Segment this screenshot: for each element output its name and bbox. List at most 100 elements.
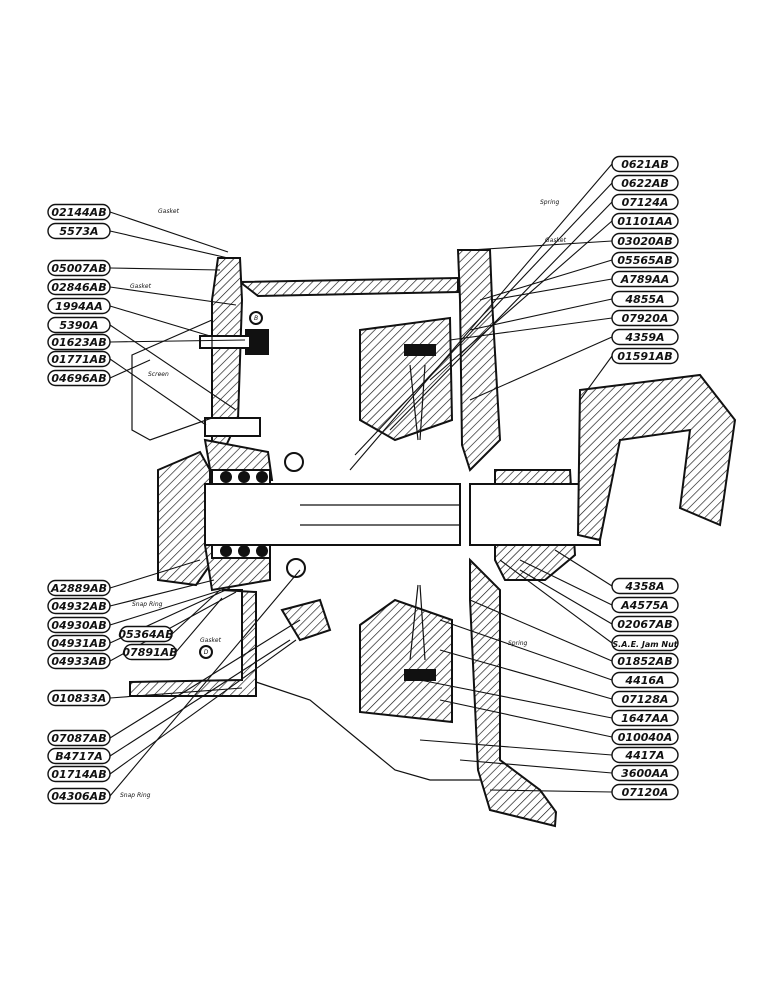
leader-line bbox=[171, 589, 221, 635]
leader-line bbox=[449, 317, 613, 341]
universal-joint-yoke bbox=[576, 373, 737, 542]
tag-outline bbox=[611, 728, 679, 746]
note-spring-top: Spring bbox=[540, 199, 560, 206]
note-gasket-top: Gasket bbox=[158, 208, 180, 215]
tag-label: 04306AB bbox=[51, 790, 106, 803]
lower-cover bbox=[255, 681, 480, 781]
tag-outline bbox=[47, 316, 111, 334]
leader-line bbox=[175, 597, 223, 653]
note-snap-ring-1: Snap Ring bbox=[132, 601, 163, 608]
tag-label: 1647AA bbox=[621, 712, 669, 725]
leader-line bbox=[109, 579, 215, 607]
tag-label: 3600AA bbox=[621, 767, 669, 780]
tag-label: 01101AA bbox=[617, 215, 672, 228]
tag-label: 0621AB bbox=[621, 158, 669, 171]
part-tag-0622ab: 0622AB bbox=[611, 174, 679, 192]
tag-label: 01591AB bbox=[617, 350, 672, 363]
tag-label: 07920A bbox=[622, 312, 669, 325]
part-tag-a4575a: A4575A bbox=[611, 596, 679, 614]
leader-line bbox=[109, 339, 246, 343]
tag-label: 01714AB bbox=[51, 768, 106, 781]
leader-line bbox=[109, 589, 223, 626]
lower-housing-wall bbox=[129, 589, 257, 697]
part-tag-04930ab: 04930AB bbox=[47, 616, 111, 634]
main-shaft bbox=[204, 483, 461, 546]
part-tag-01771ab: 01771AB bbox=[47, 350, 111, 368]
tag-label: 07891AB bbox=[122, 646, 177, 659]
part-tag-1647aa: 1647AA bbox=[611, 709, 679, 727]
leader-line bbox=[109, 267, 221, 271]
part-tag-04696ab: 04696AB bbox=[47, 369, 111, 387]
tag-label: 4855A bbox=[624, 293, 664, 306]
tag-outline bbox=[47, 333, 111, 351]
tag-label: 05364AB bbox=[118, 628, 173, 641]
part-tag-05565ab: 05565AB bbox=[611, 251, 679, 269]
tag-label: 4417A bbox=[624, 749, 664, 762]
tag-label: 07128A bbox=[622, 693, 669, 706]
tag-label: 03020AB bbox=[617, 235, 672, 248]
tag-outline bbox=[47, 747, 111, 765]
tag-outline bbox=[47, 222, 111, 240]
part-tag-02067ab: 02067AB bbox=[611, 615, 679, 633]
tag-outline bbox=[47, 689, 111, 707]
part-tag-07128a: 07128A bbox=[611, 690, 679, 708]
leader-line bbox=[519, 559, 613, 606]
tag-outline bbox=[47, 787, 111, 805]
tag-outline bbox=[611, 615, 679, 633]
tag-label: 07087AB bbox=[51, 732, 106, 745]
tag-outline bbox=[47, 652, 111, 670]
tag-label: 04930AB bbox=[51, 619, 106, 632]
housing-bolt bbox=[199, 329, 269, 437]
annotation-notes: Gasket Gasket Gasket Gasket Spring Sprin… bbox=[120, 199, 567, 799]
tag-label: 4359A bbox=[624, 331, 664, 344]
right-housing-lower bbox=[469, 557, 558, 828]
part-tag-04306ab: 04306AB bbox=[47, 787, 111, 805]
output-shaft bbox=[469, 483, 601, 546]
part-tag-07120a: 07120A bbox=[611, 783, 679, 801]
part-tag-01852ab: 01852AB bbox=[611, 652, 679, 670]
note-spring-lower: Spring bbox=[508, 640, 528, 647]
part-tag-01591ab: 01591AB bbox=[611, 347, 679, 365]
tag-label: 04932AB bbox=[51, 600, 106, 613]
inner-part-tags: 05364AB 07891AB bbox=[118, 625, 178, 661]
leader-line bbox=[109, 305, 211, 337]
clutch-plate-lower bbox=[359, 598, 453, 724]
part-tag-07920a: 07920A bbox=[611, 309, 679, 327]
leader-line bbox=[491, 278, 613, 301]
tag-label: A2889AB bbox=[50, 582, 107, 595]
callout-marker-b: B bbox=[249, 311, 263, 325]
part-tag-a2889ab: A2889AB bbox=[47, 579, 111, 597]
tag-outline bbox=[47, 259, 111, 277]
tag-outline bbox=[47, 729, 111, 747]
part-tag-4417a: 4417A bbox=[611, 746, 679, 764]
right-part-tags: 0621AB 0622AB 07124A 01101AA 03020AB 05565AB A… bbox=[611, 155, 679, 801]
tag-label: 01771AB bbox=[51, 353, 106, 366]
leader-line bbox=[419, 679, 613, 719]
tag-label: 0622AB bbox=[621, 177, 669, 190]
tag-label: 1994AA bbox=[55, 300, 103, 313]
tag-label: 05007AB bbox=[51, 262, 106, 275]
tag-label: 07124A bbox=[622, 196, 669, 209]
tag-label: 04931AB bbox=[51, 637, 106, 650]
leader-line bbox=[469, 599, 613, 662]
part-tag-5573a: 5573A bbox=[47, 222, 111, 240]
note-gasket-right: Gasket bbox=[545, 237, 567, 244]
tag-label: B4717A bbox=[55, 750, 103, 763]
leader-line bbox=[519, 569, 613, 625]
part-tag-07124a: 07124A bbox=[611, 193, 679, 211]
leader-line bbox=[109, 211, 229, 253]
leader-line bbox=[499, 559, 613, 644]
leader-line bbox=[109, 569, 301, 797]
leader-line bbox=[469, 336, 613, 401]
leader-line bbox=[439, 649, 613, 700]
tag-outline bbox=[611, 690, 679, 708]
tag-label: A789AA bbox=[620, 273, 670, 286]
tag-label: 010040A bbox=[618, 731, 672, 744]
tag-outline bbox=[611, 652, 679, 670]
tag-outline bbox=[611, 290, 679, 308]
leader-line bbox=[439, 619, 613, 681]
leader-line bbox=[349, 163, 613, 471]
callout-marker-d: D bbox=[199, 645, 213, 659]
part-tag-010833a: 010833A bbox=[47, 689, 111, 707]
